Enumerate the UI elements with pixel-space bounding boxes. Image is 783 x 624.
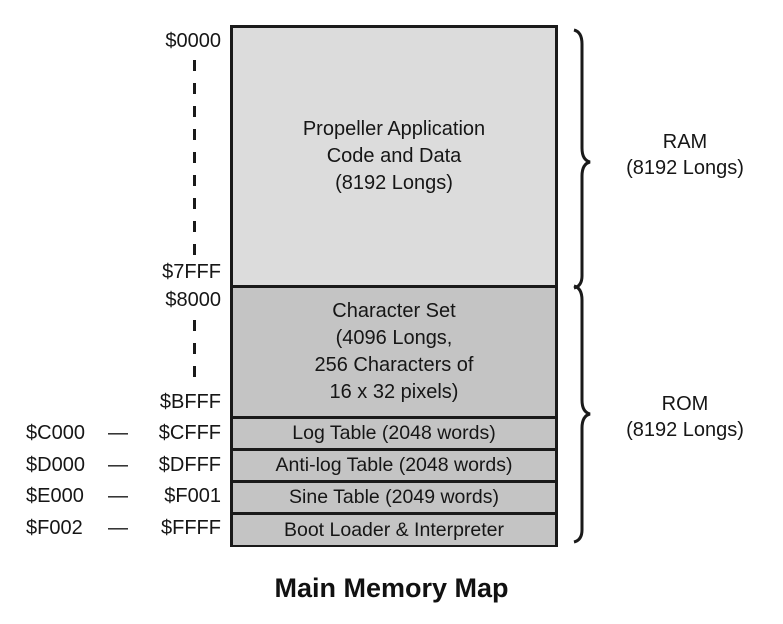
rom-brace-icon: [573, 284, 591, 544]
group-name: ROM: [661, 393, 709, 415]
group-label-ram: RAM (8192 Longs): [605, 129, 765, 181]
region-label-line: Propeller Application: [302, 118, 486, 140]
region-label-line: (8192 Longs): [335, 172, 453, 194]
address-start-boot: $F002: [26, 517, 83, 539]
region-character-set: Character Set (4096 Longs, 256 Character…: [233, 288, 555, 419]
region-label: Anti-log Table (2048 words): [275, 454, 513, 476]
ram-brace-icon: [573, 28, 591, 290]
address-start-antilog: $D000: [26, 454, 85, 476]
address-start-log: $C000: [26, 422, 85, 444]
address-end-antilog: $DFFF: [158, 454, 221, 476]
group-label-rom: ROM (8192 Longs): [605, 391, 765, 443]
region-label: Boot Loader & Interpreter: [283, 518, 505, 541]
region-boot-loader: Boot Loader & Interpreter: [233, 515, 555, 545]
address-start-sine: $E000: [26, 485, 84, 507]
group-name: RAM: [662, 131, 708, 153]
range-dash: —: [108, 517, 128, 539]
region-label: Sine Table (2049 words): [289, 486, 499, 508]
address-end-log: $CFFF: [158, 422, 221, 444]
group-size: (8192 Longs): [626, 157, 744, 179]
region-label-line: Character Set: [332, 300, 456, 322]
region-sine-table: Sine Table (2049 words): [233, 483, 555, 515]
diagram-title: Main Memory Map: [274, 573, 509, 603]
range-dash: —: [108, 454, 128, 476]
region-antilog-table: Anti-log Table (2048 words): [233, 451, 555, 483]
region-log-table: Log Table (2048 words): [233, 419, 555, 451]
address-end-sine: $F001: [164, 485, 221, 507]
range-dash: —: [108, 485, 128, 507]
address-start-ram: $0000: [165, 30, 221, 52]
region-label: Log Table (2048 words): [292, 422, 496, 444]
range-dash: —: [108, 422, 128, 444]
brace-icons: [573, 28, 591, 544]
address-end-ram: $7FFF: [162, 261, 221, 283]
region-application-ram: Propeller Application Code and Data (819…: [233, 28, 555, 288]
region-label-line: Code and Data: [326, 145, 462, 167]
address-end-boot: $FFFF: [161, 517, 221, 539]
address-start-charset: $8000: [165, 289, 221, 311]
region-label-line: 16 x 32 pixels): [329, 381, 459, 403]
address-end-charset: $BFFF: [159, 391, 221, 413]
region-label-line: (4096 Longs,: [335, 327, 453, 349]
region-label-line: 256 Characters of: [314, 354, 474, 376]
group-size: (8192 Longs): [626, 419, 744, 441]
memory-map-box: Propeller Application Code and Data (819…: [230, 25, 558, 547]
